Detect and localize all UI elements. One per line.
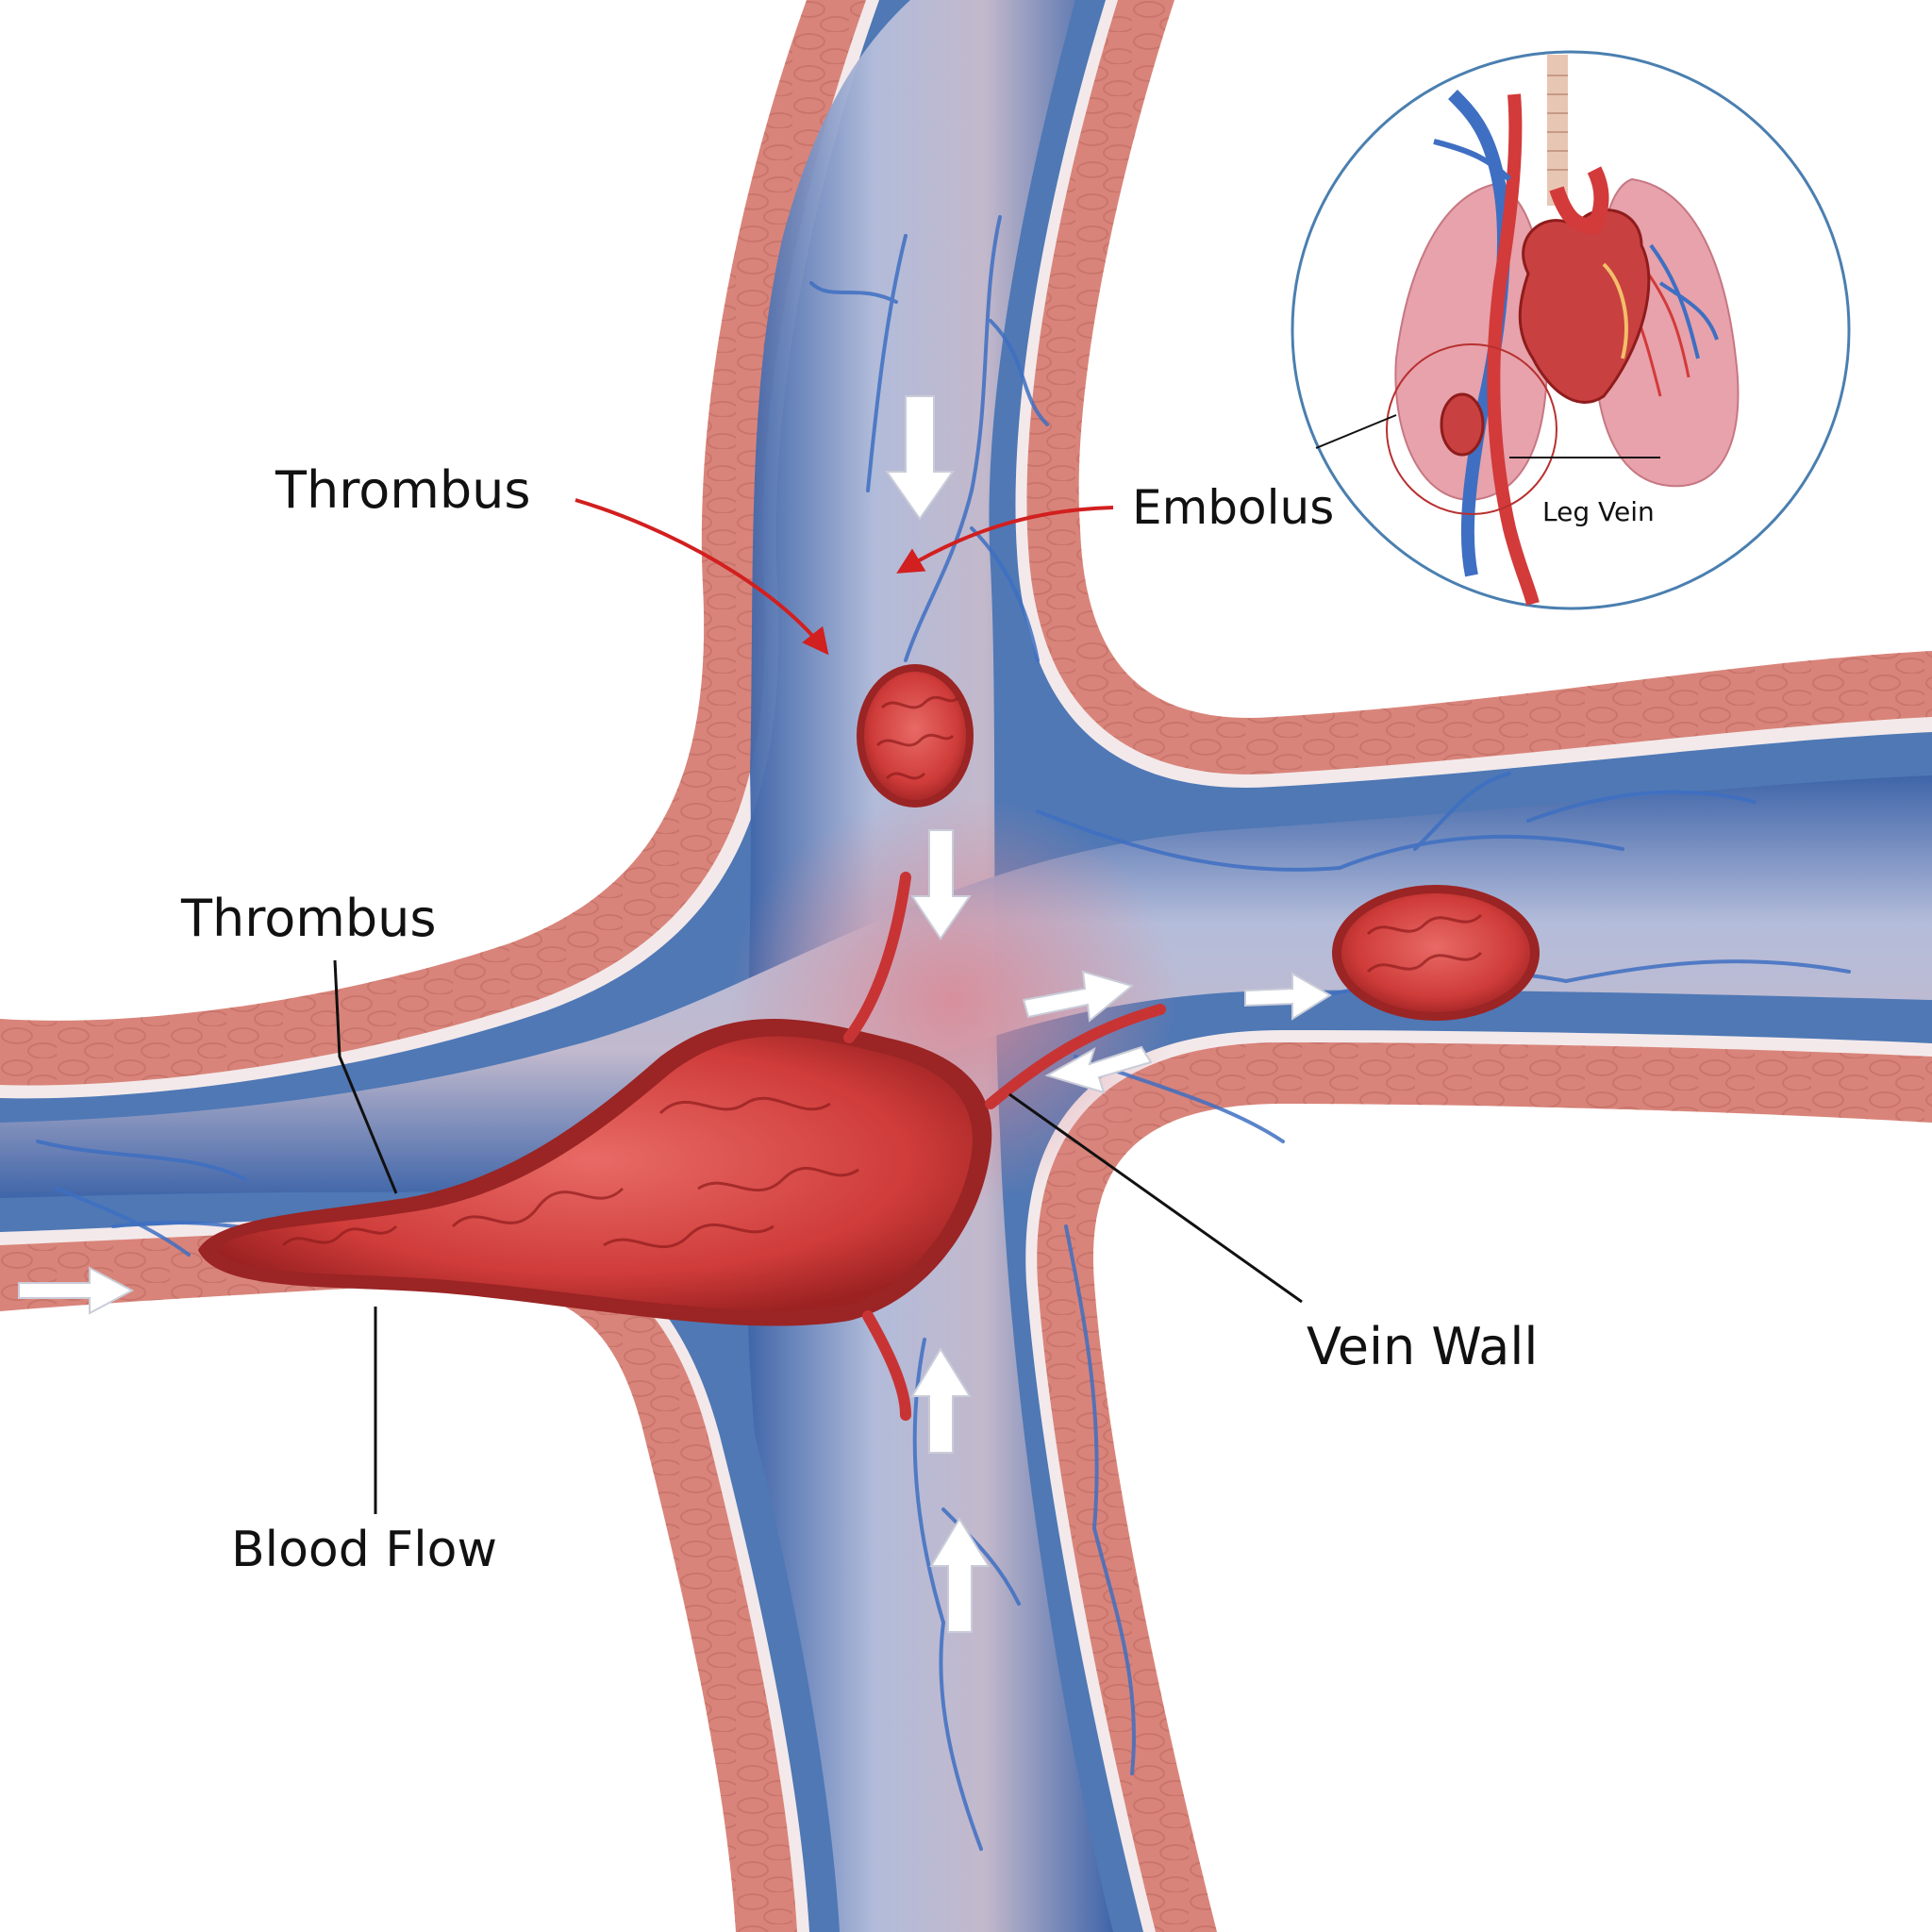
flow-arrow-up-2 bbox=[929, 1517, 991, 1633]
flow-arrow-right-3 bbox=[18, 1266, 135, 1315]
label-blood-flow: Blood Flow bbox=[231, 1522, 497, 1578]
flow-arrow-up-1 bbox=[910, 1347, 972, 1454]
label-thrombus-left: Thrombus bbox=[180, 889, 437, 948]
label-vein-wall: Vein Wall bbox=[1307, 1317, 1538, 1376]
label-thrombus-top: Thrombus bbox=[275, 460, 531, 520]
large-thrombus bbox=[198, 872, 1166, 1421]
label-embolus: Embolus bbox=[1132, 480, 1334, 535]
flow-arrow-down-2 bbox=[910, 829, 972, 941]
flow-arrow-right-1 bbox=[1022, 970, 1135, 1023]
flow-arrows bbox=[18, 395, 1332, 1633]
inset-highlight-circle bbox=[1386, 343, 1557, 515]
label-inset-leg-vein: Leg Vein bbox=[1542, 496, 1655, 527]
flow-arrow-down-1 bbox=[885, 395, 955, 521]
inset-leader-left bbox=[1315, 414, 1397, 449]
leader-thrombus-top bbox=[575, 498, 829, 656]
flow-arrow-left bbox=[1044, 1045, 1153, 1094]
leader-thrombus-left bbox=[333, 959, 398, 1194]
inset-embolus bbox=[1440, 392, 1485, 457]
leader-lines bbox=[333, 498, 1303, 1514]
capillary-branches bbox=[36, 215, 1851, 1851]
leader-embolus bbox=[896, 506, 1114, 574]
inset-heart-lungs: Leg Vein bbox=[1291, 50, 1851, 610]
inset-artery bbox=[1487, 93, 1540, 606]
embolus-horizontal bbox=[1332, 885, 1540, 1021]
heart bbox=[1518, 208, 1651, 404]
embolus-vertical bbox=[857, 664, 974, 808]
trachea bbox=[1547, 55, 1568, 206]
flow-arrow-right-2 bbox=[1244, 972, 1332, 1021]
leader-vein-wall bbox=[1008, 1092, 1303, 1304]
